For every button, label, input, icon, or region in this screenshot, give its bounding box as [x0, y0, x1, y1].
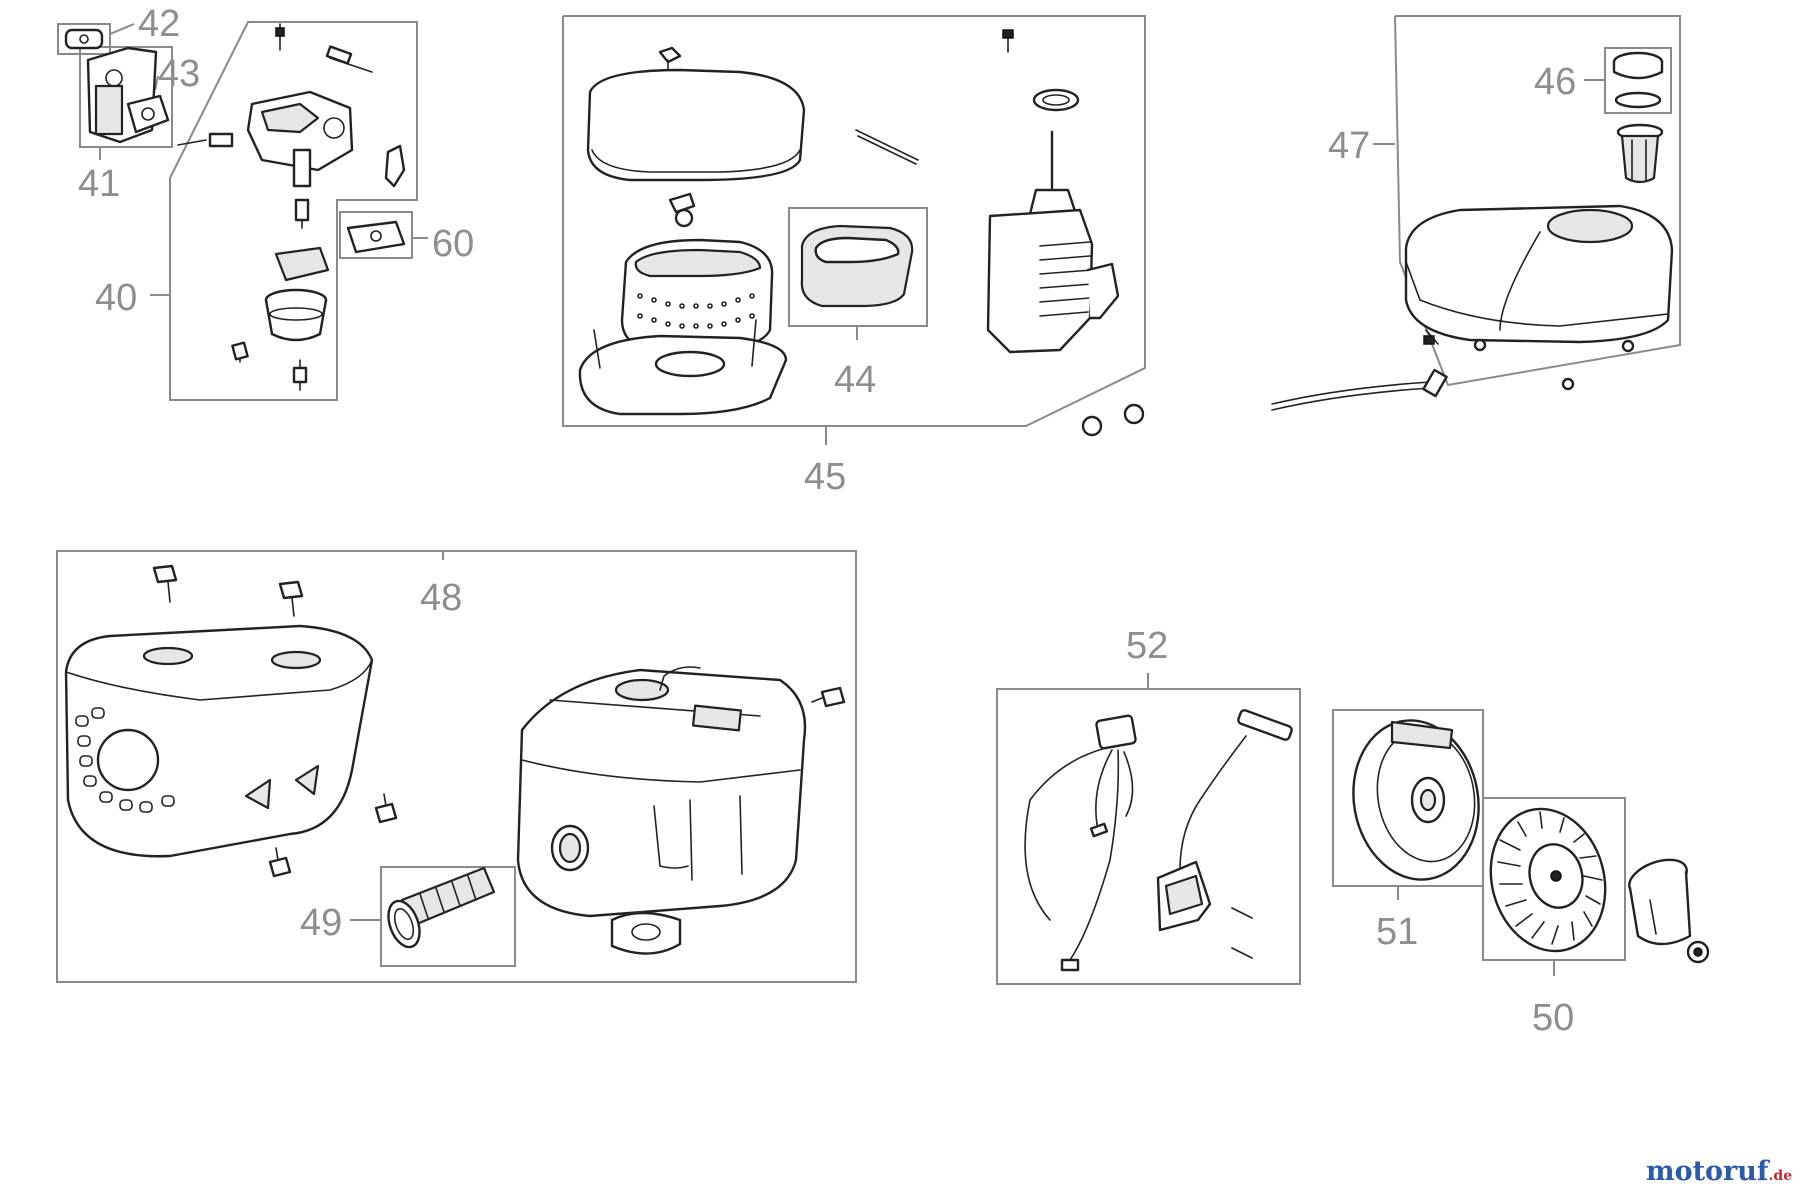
ignition-coil-icon [1156, 709, 1293, 959]
box-52 [996, 688, 1301, 985]
group-ignition: 52 [996, 625, 1301, 985]
group-fuel-tank: 47 46 [1271, 15, 1681, 411]
bolt-icon [152, 564, 846, 906]
box-60 [339, 211, 413, 259]
watermark-tld: .de [1769, 1168, 1793, 1184]
label-52: 52 [1126, 625, 1168, 667]
label-47: 47 [1328, 125, 1370, 167]
label-42: 42 [138, 3, 180, 45]
spark-arrester-icon [387, 866, 496, 949]
box-40 [169, 21, 418, 401]
box-47 [1394, 15, 1681, 387]
group-muffler: 48 49 [56, 550, 857, 983]
cylinder-icon [986, 29, 1145, 437]
box-48 [56, 550, 857, 983]
fuel-line-icon [1271, 329, 1635, 411]
label-46: 46 [1534, 61, 1576, 103]
fuel-tank-icon [1404, 204, 1674, 344]
watermark-logo: motoruf.de [1646, 1156, 1792, 1187]
gasket-42-icon [64, 28, 104, 50]
starter-cup-icon [1628, 858, 1710, 964]
flywheel-icon [1352, 719, 1480, 881]
label-40: 40 [95, 277, 137, 319]
wing-nut-icon [668, 192, 696, 228]
label-48: 48 [420, 577, 462, 619]
label-50: 50 [1532, 997, 1574, 1039]
box-41 [79, 46, 173, 148]
group-air-filter: 45 44 [562, 15, 1146, 498]
air-filter-cover-icon [586, 46, 806, 182]
label-45: 45 [804, 456, 846, 498]
foam-filter-icon [800, 224, 914, 308]
group-flywheel: 51 50 [1332, 709, 1710, 1039]
box-45 [562, 15, 1146, 427]
label-43: 43 [158, 53, 200, 95]
ignition-module-icon [1024, 714, 1137, 972]
label-49: 49 [300, 902, 342, 944]
air-filter-element-icon [620, 238, 774, 352]
box-49 [380, 866, 516, 967]
cooling-fan-icon [1489, 807, 1607, 953]
label-51: 51 [1376, 911, 1418, 953]
group-carburetor: 40 41 42 43 60 [57, 3, 474, 401]
gasket-60-icon [346, 220, 406, 254]
label-44: 44 [834, 359, 876, 401]
muffler-icon [516, 666, 807, 955]
label-60: 60 [432, 223, 474, 265]
box-42 [57, 23, 111, 55]
watermark-text: motoruf [1646, 1156, 1771, 1187]
air-filter-base-icon [578, 319, 788, 416]
label-41: 41 [78, 163, 120, 205]
fuel-cap-icon [1612, 51, 1664, 109]
carburetor-icon [177, 23, 406, 229]
float-bowl-icon [231, 246, 330, 391]
fan-cover-icon [64, 624, 374, 858]
fuel-strainer-icon [1616, 123, 1664, 184]
gasket-43-icon [126, 94, 170, 134]
svg-text:motoruf.de: motoruf.de [1646, 1156, 1792, 1187]
